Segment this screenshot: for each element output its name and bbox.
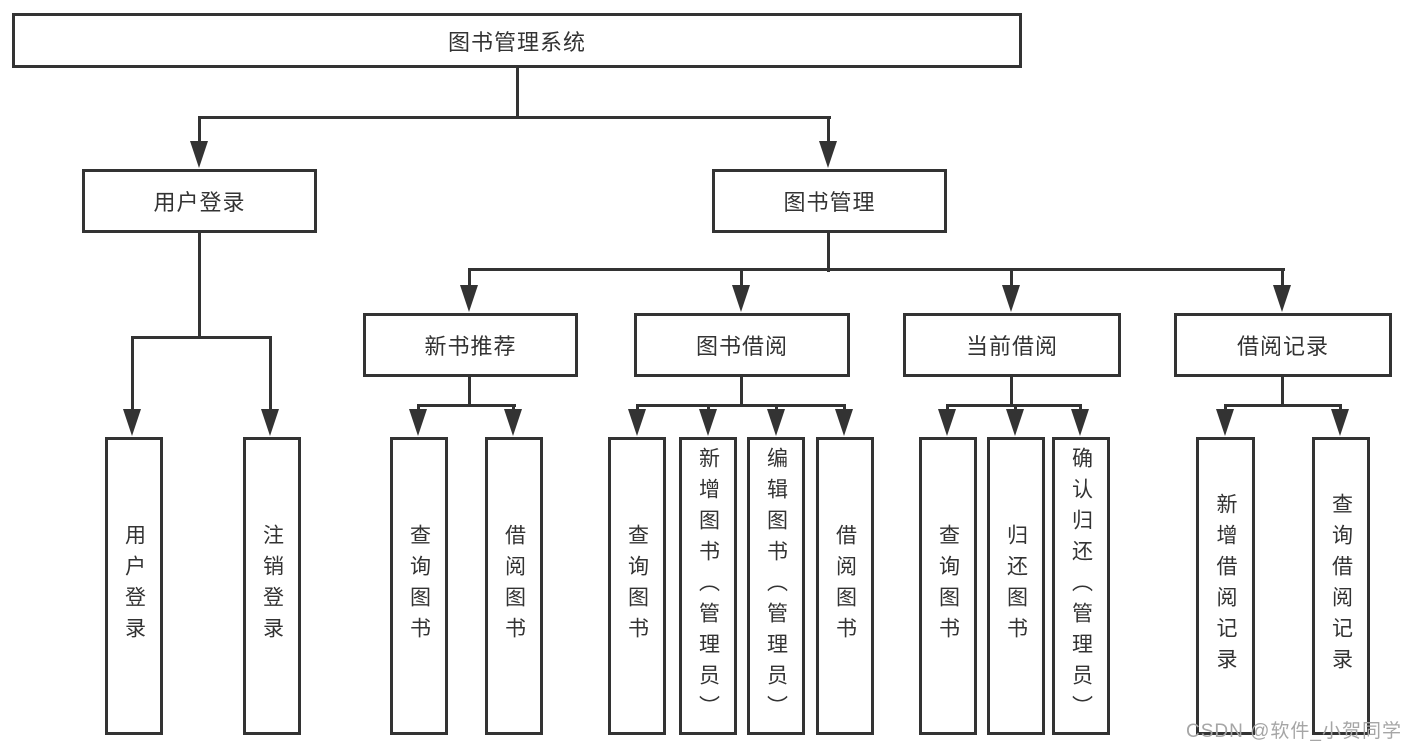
connector-line xyxy=(198,116,831,119)
connector-line xyxy=(417,404,516,407)
leaf-borrow-book: 借阅图书 xyxy=(816,437,874,735)
leaf-query-book-recommend: 查询图书 xyxy=(390,437,448,735)
node-borrowing-records: 借阅记录 xyxy=(1174,313,1392,377)
leaf-borrow-book-recommend: 借阅图书 xyxy=(485,437,543,735)
node-library-system: 图书管理系统 xyxy=(12,13,1022,68)
leaf-borrow-book-label: 借阅图书 xyxy=(833,524,857,648)
connector-line xyxy=(740,268,743,290)
node-new-book-recommend-label: 新书推荐 xyxy=(424,334,517,359)
leaf-return-book-label: 归还图书 xyxy=(1004,524,1028,648)
connector-line xyxy=(827,230,830,272)
leaf-confirm-return-admin: 确认归还（管理员） xyxy=(1052,437,1110,735)
connector-arrow xyxy=(699,409,717,436)
connector-arrow xyxy=(767,409,785,436)
csdn-watermark: CSDN @软件_小贺同学 xyxy=(1186,721,1402,742)
connector-arrow xyxy=(1331,409,1349,436)
leaf-add-borrow-record-label: 新增借阅记录 xyxy=(1214,493,1237,679)
leaf-add-book-admin: 新增图书（管理员） xyxy=(679,437,737,735)
leaf-query-book-current-label: 查询图书 xyxy=(936,524,960,648)
leaf-add-book-admin-label: 新增图书（管理员） xyxy=(696,446,720,726)
connector-line xyxy=(1281,268,1284,290)
leaf-user-login-label: 用户登录 xyxy=(122,524,146,648)
leaf-logout: 注销登录 xyxy=(243,437,301,735)
connector-arrow xyxy=(628,409,646,436)
connector-arrow xyxy=(1216,409,1234,436)
node-book-management-label: 图书管理 xyxy=(783,190,876,215)
connector-arrow xyxy=(1002,285,1020,312)
connector-line xyxy=(468,268,1285,271)
connector-line xyxy=(516,66,519,118)
connector-line xyxy=(1010,268,1013,290)
connector-arrow xyxy=(938,409,956,436)
connector-arrow xyxy=(261,409,279,436)
leaf-confirm-return-admin-label: 确认归还（管理员） xyxy=(1069,446,1093,726)
leaf-query-book-recommend-label: 查询图书 xyxy=(407,524,431,648)
connector-line xyxy=(636,404,846,407)
leaf-query-book-borrowing: 查询图书 xyxy=(608,437,666,735)
node-user-login-label: 用户登录 xyxy=(153,190,246,215)
connector-arrow xyxy=(123,409,141,436)
connector-line xyxy=(1010,374,1013,407)
leaf-edit-book-admin-label: 编辑图书（管理员） xyxy=(764,446,788,726)
leaf-query-borrow-record-label: 查询借阅记录 xyxy=(1329,493,1353,679)
connector-line xyxy=(1281,374,1284,407)
connector-arrow xyxy=(409,409,427,436)
connector-line xyxy=(1224,404,1342,407)
leaf-edit-book-admin: 编辑图书（管理员） xyxy=(747,437,805,735)
node-user-login: 用户登录 xyxy=(82,169,317,233)
node-library-system-label: 图书管理系统 xyxy=(447,29,586,55)
connector-arrow xyxy=(1006,409,1024,436)
connector-arrow xyxy=(819,141,837,168)
connector-line xyxy=(198,230,201,338)
connector-line xyxy=(131,336,272,339)
connector-line xyxy=(131,336,134,411)
connector-arrow xyxy=(504,409,522,436)
connector-arrow xyxy=(1273,285,1291,312)
node-current-borrowing: 当前借阅 xyxy=(903,313,1121,377)
leaf-logout-label: 注销登录 xyxy=(260,524,284,648)
connector-line xyxy=(198,116,201,146)
node-book-management: 图书管理 xyxy=(712,169,947,233)
connector-line xyxy=(468,268,471,290)
leaf-add-borrow-record: 新增借阅记录 xyxy=(1196,437,1255,735)
leaf-query-borrow-record: 查询借阅记录 xyxy=(1312,437,1370,735)
node-current-borrowing-label: 当前借阅 xyxy=(965,334,1058,359)
connector-arrow xyxy=(460,285,478,312)
leaf-borrow-book-recommend-label: 借阅图书 xyxy=(502,524,526,648)
leaf-query-book-current: 查询图书 xyxy=(919,437,977,735)
node-borrowing-records-label: 借阅记录 xyxy=(1236,334,1329,359)
leaf-query-book-borrowing-label: 查询图书 xyxy=(625,524,649,648)
connector-arrow xyxy=(190,141,208,168)
node-book-borrowing-label: 图书借阅 xyxy=(695,334,788,359)
connector-arrow xyxy=(732,285,750,312)
connector-line xyxy=(468,374,471,407)
connector-line xyxy=(269,336,272,411)
node-new-book-recommend: 新书推荐 xyxy=(363,313,578,377)
connector-arrow xyxy=(1071,409,1089,436)
connector-line xyxy=(740,374,743,407)
node-book-borrowing: 图书借阅 xyxy=(634,313,850,377)
leaf-user-login: 用户登录 xyxy=(105,437,163,735)
leaf-return-book: 归还图书 xyxy=(987,437,1045,735)
connector-arrow xyxy=(835,409,853,436)
connector-line xyxy=(827,116,830,146)
